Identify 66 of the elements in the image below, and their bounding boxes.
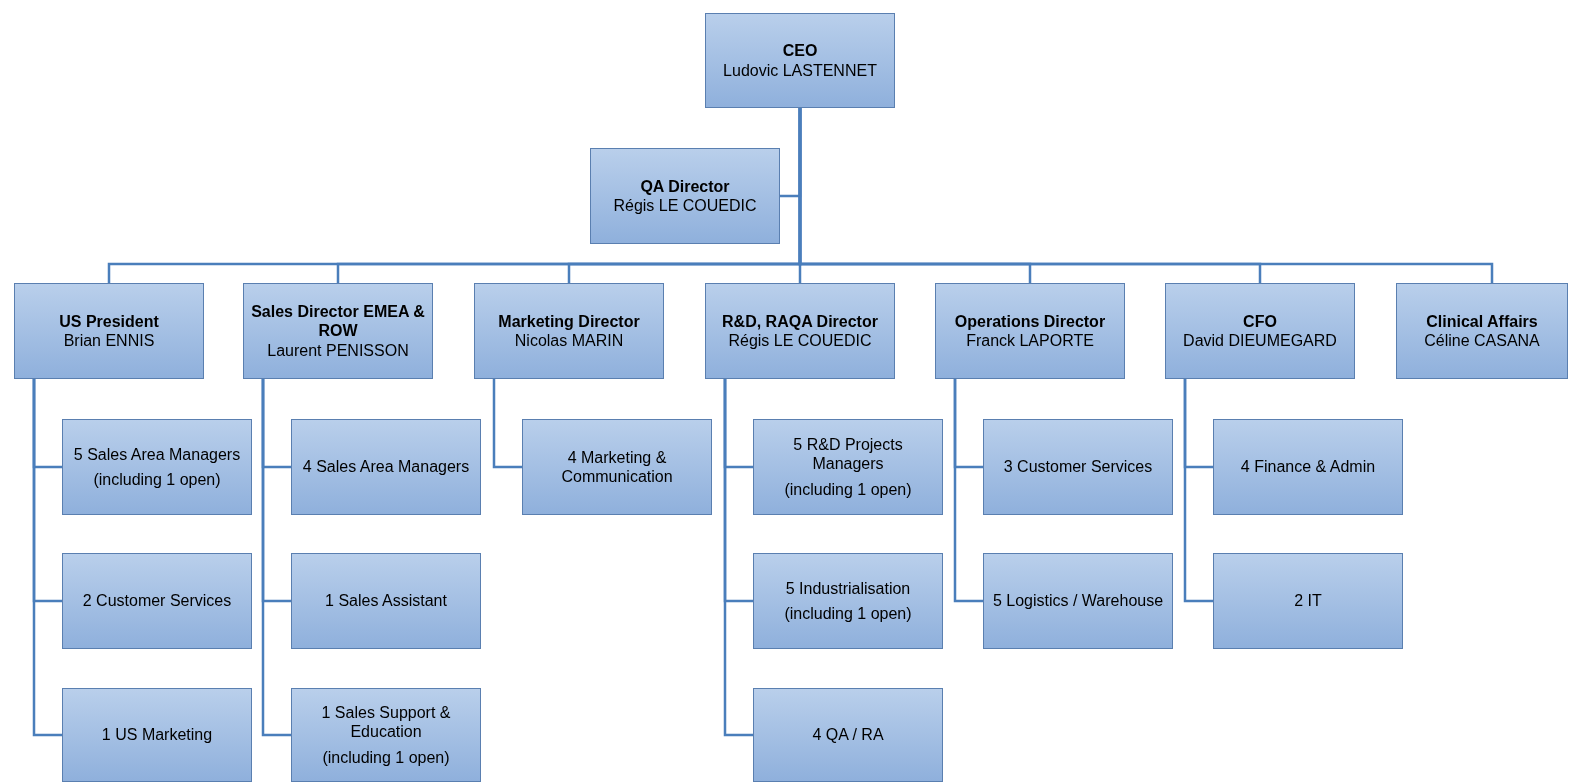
role-title: QA Director: [640, 176, 730, 196]
team-box: [753, 419, 943, 515]
team-box: [522, 419, 712, 515]
position-box: [705, 283, 895, 379]
team-box: [753, 688, 943, 782]
team-label: 5 Sales Area Managers: [73, 444, 241, 464]
role-title: US President: [59, 311, 159, 331]
team-label: (including 1 open): [93, 470, 221, 490]
team-label: 1 US Marketing: [101, 725, 213, 745]
team-label: 2 IT: [1294, 591, 1322, 611]
role-title: Clinical Affairs: [1426, 311, 1538, 331]
role-title: CEO: [782, 41, 818, 61]
position-box: [705, 13, 895, 108]
role-title: Sales Director EMEA & ROW: [250, 302, 426, 341]
connector-line: [953, 379, 983, 603]
role-title: CFO: [1243, 311, 1277, 331]
connector-line: [798, 108, 1494, 283]
role-title: Operations Director: [954, 311, 1106, 331]
position-box: [243, 283, 433, 379]
team-label: 4 Marketing & Communication: [560, 447, 674, 487]
team-box: [291, 553, 481, 649]
person-name: Régis LE COUEDIC: [728, 331, 872, 351]
position-box: [935, 283, 1125, 379]
person-name: Régis LE COUEDIC: [613, 196, 757, 216]
team-label: (including 1 open): [784, 604, 912, 624]
team-label: (including 1 open): [784, 479, 912, 499]
person-name: David DIEUMEGARD: [1183, 331, 1337, 351]
team-box: [62, 419, 252, 515]
role-title: Marketing Director: [498, 311, 640, 331]
person-name: Brian ENNIS: [63, 331, 155, 351]
team-box: [1213, 553, 1403, 649]
team-box: [983, 419, 1173, 515]
position-box: [14, 283, 204, 379]
role-title: R&D, RAQA Director: [722, 311, 878, 331]
team-box: [291, 688, 481, 782]
team-box: [291, 419, 481, 515]
connector-line: [1183, 379, 1213, 603]
connector-line: [32, 379, 62, 737]
team-label: 4 Finance & Admin: [1240, 457, 1376, 477]
team-label: 1 Sales Support & Education: [320, 703, 452, 742]
team-label: 4 Sales Area Managers: [302, 457, 470, 477]
team-label: 5 Industrialisation: [785, 578, 911, 598]
team-label: 4 QA / RA: [812, 725, 884, 745]
team-label: (including 1 open): [322, 747, 450, 767]
person-name: Laurent PENISSON: [267, 340, 409, 360]
team-label: 1 Sales Assistant: [325, 591, 447, 611]
person-name: Céline CASANA: [1424, 331, 1540, 351]
team-label: 5 Logistics / Warehouse: [992, 591, 1164, 611]
team-label: 5 R&D Projects Managers: [792, 435, 904, 474]
team-box: [62, 688, 252, 782]
position-box: [474, 283, 664, 379]
team-box: [983, 553, 1173, 649]
connector-line: [261, 379, 291, 737]
person-name: Nicolas MARIN: [514, 331, 624, 351]
position-box: [590, 148, 780, 244]
connector-line: [723, 379, 753, 737]
connector-line: [492, 379, 522, 469]
person-name: Ludovic LASTENNET: [723, 60, 877, 80]
position-box: [1396, 283, 1568, 379]
team-label: 3 Customer Services: [1003, 457, 1153, 477]
person-name: Franck LAPORTE: [966, 331, 1094, 351]
team-box: [62, 553, 252, 649]
team-box: [753, 553, 943, 649]
team-box: [1213, 419, 1403, 515]
position-box: [1165, 283, 1355, 379]
team-label: 2 Customer Services: [82, 591, 232, 611]
